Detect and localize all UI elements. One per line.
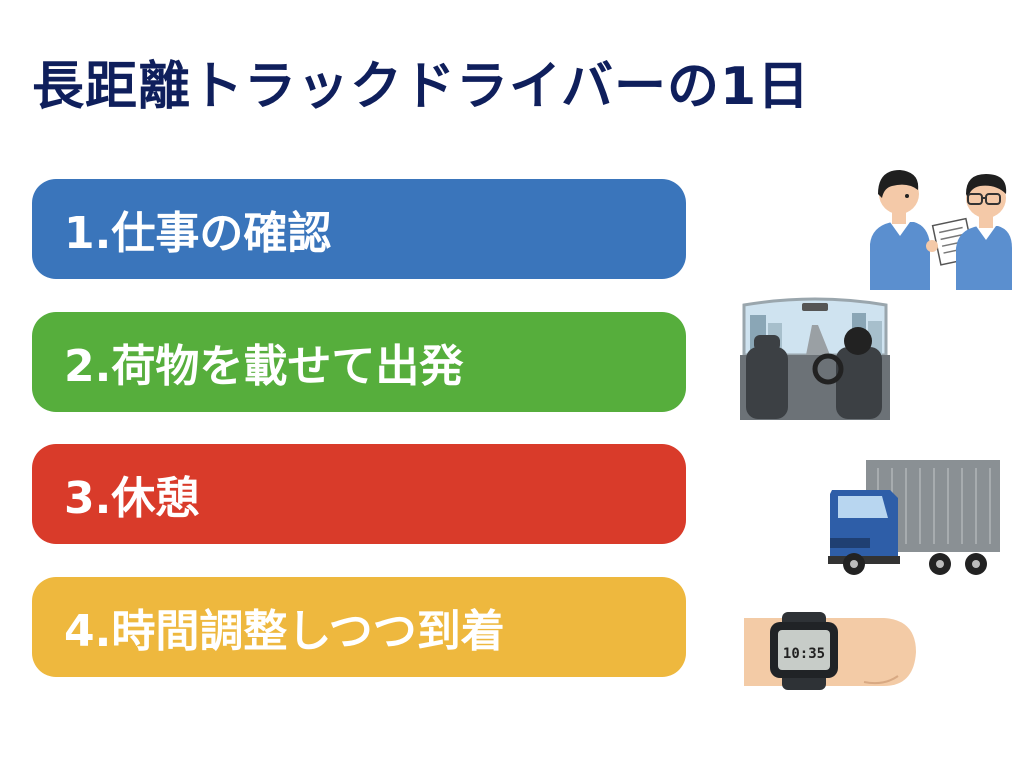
watch-time-display: 10:35 bbox=[783, 646, 825, 662]
driver-in-car-icon bbox=[740, 297, 890, 420]
two-workers-checking-document-icon bbox=[870, 170, 1012, 290]
step-3-bar: 3.休憩 bbox=[32, 444, 686, 544]
step-2-label: 2.荷物を載せて出発 bbox=[64, 341, 464, 392]
step-4-bar: 4.時間調整しつつ到着 bbox=[32, 577, 686, 677]
step-4-label: 4.時間調整しつつ到着 bbox=[64, 606, 505, 657]
blue-truck-icon bbox=[828, 460, 1000, 575]
step-1-label: 1.仕事の確認 bbox=[64, 208, 332, 259]
step-1-bar: 1.仕事の確認 bbox=[32, 179, 686, 279]
slide-title: 長距離トラックドライバーの1日 bbox=[32, 57, 811, 117]
step-2-bar: 2.荷物を載せて出発 bbox=[32, 312, 686, 412]
wristwatch-icon: 10:35 bbox=[744, 612, 916, 690]
step-3-label: 3.休憩 bbox=[64, 473, 200, 524]
